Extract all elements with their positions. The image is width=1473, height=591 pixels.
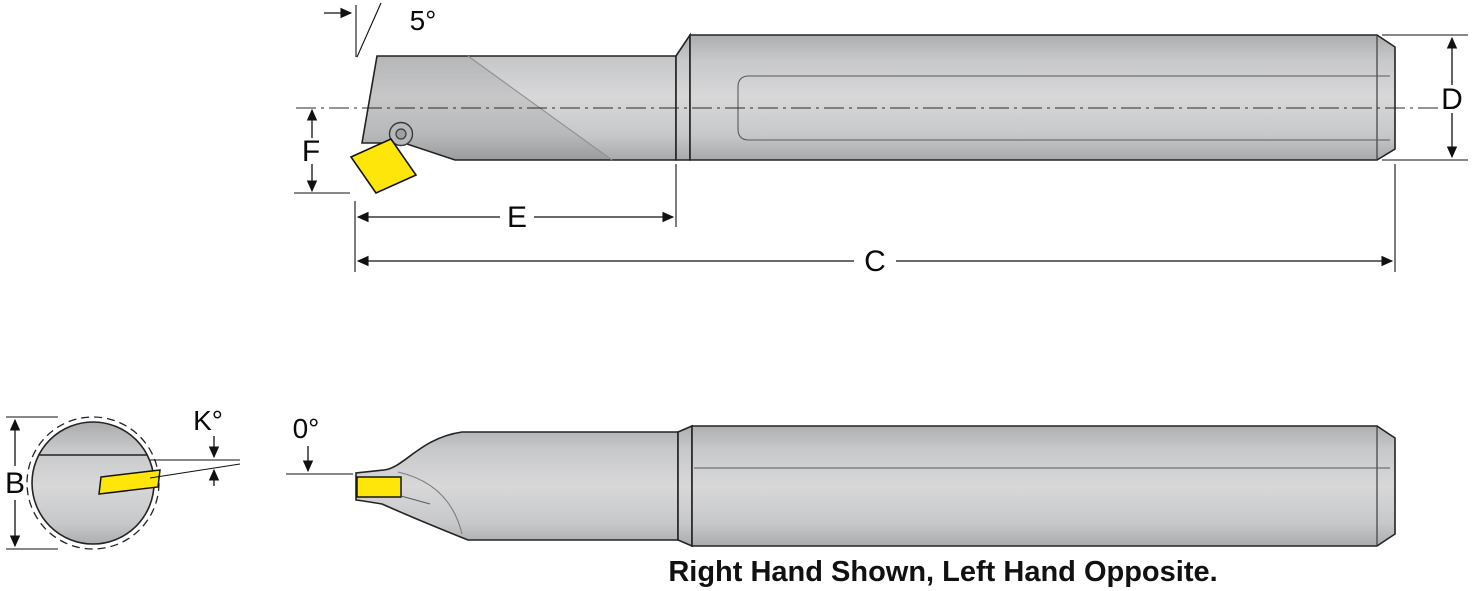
head-shank-junction — [675, 32, 691, 161]
bottom-head-body — [355, 431, 679, 541]
zero-angle-label: 0° — [293, 413, 320, 444]
dim-f: F — [294, 108, 350, 194]
dim-e: E — [354, 164, 677, 272]
lead-angle-label: 5° — [410, 5, 437, 36]
lead-angle-callout: 5° — [324, 2, 437, 58]
bar-shank-body — [689, 34, 1396, 161]
angle-face-line — [356, 2, 382, 58]
zero-angle-callout: 0° — [286, 413, 353, 475]
dim-b: B — [5, 416, 58, 550]
k-angle-label: K° — [193, 405, 223, 436]
dim-e-label: E — [507, 201, 527, 234]
k-insert-line — [149, 463, 241, 479]
bottom-shank-body — [691, 425, 1396, 547]
dim-c-label: C — [864, 245, 886, 278]
k-angle-callout: K° — [149, 405, 241, 486]
bottom-head-relief-curve — [397, 471, 463, 535]
dim-d-label: D — [1441, 83, 1463, 116]
dim-d: D — [1382, 34, 1468, 161]
end-view: B K° — [5, 405, 241, 550]
bottom-view: 0° — [286, 413, 1396, 548]
dim-b-label: B — [5, 467, 25, 500]
side-view: 5° F E C D — [294, 2, 1468, 278]
bottom-junction — [677, 424, 693, 548]
dim-c: C — [356, 164, 1396, 278]
caption: Right Hand Shown, Left Hand Opposite. — [668, 556, 1217, 588]
bottom-view-insert — [356, 476, 402, 498]
carbide-insert — [349, 137, 418, 195]
insert-screw-inner — [395, 128, 407, 140]
end-view-insert — [98, 469, 161, 495]
insert-pocket-line — [400, 495, 431, 505]
dim-f-label: F — [302, 135, 320, 168]
